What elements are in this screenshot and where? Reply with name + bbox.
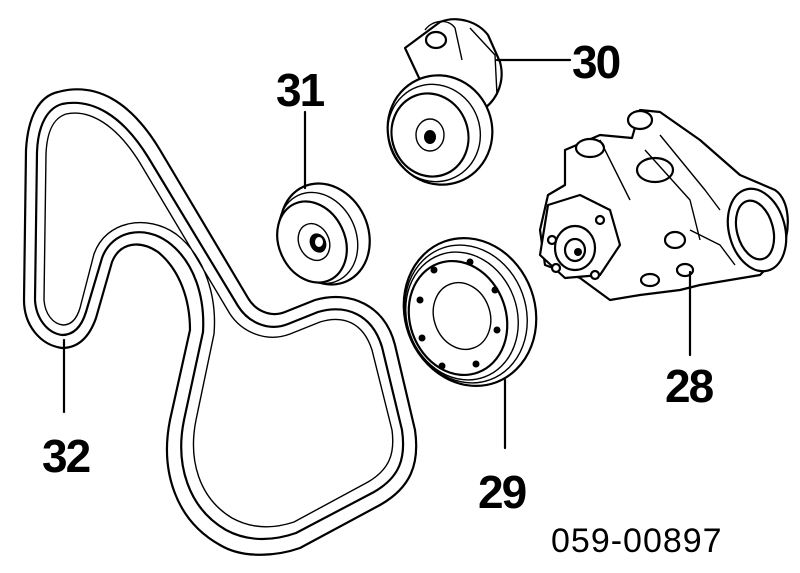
water-pump-pulley [402, 236, 538, 388]
callout-31: 31 [276, 64, 325, 116]
callout-32: 32 [42, 430, 90, 482]
callout-28: 28 [665, 360, 714, 412]
diagram-code: 059-00897 [551, 522, 723, 560]
callout-30: 30 [572, 36, 620, 88]
belt-tensioner [386, 18, 503, 186]
water-pump-assembly [538, 108, 789, 302]
callout-29: 29 [478, 466, 526, 518]
idler-pulley [276, 182, 371, 286]
drive-belt [22, 88, 418, 556]
